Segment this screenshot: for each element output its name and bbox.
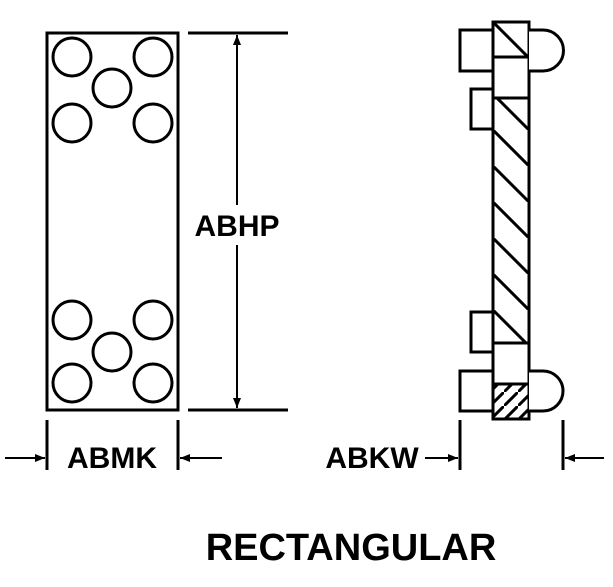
hole <box>91 331 133 373</box>
hole <box>132 36 174 78</box>
side-view <box>425 20 604 470</box>
hole <box>51 102 93 144</box>
nut <box>458 28 495 73</box>
hole <box>132 362 174 404</box>
hatched-section <box>491 20 531 59</box>
hole <box>132 102 174 144</box>
hole-group-top <box>51 36 174 144</box>
bushing-section <box>491 341 531 386</box>
bolt-head <box>529 28 565 73</box>
hole-group-bottom <box>51 299 174 404</box>
nut <box>458 369 495 413</box>
hole <box>132 299 174 341</box>
bushing-section <box>491 55 531 100</box>
bolt-head <box>529 369 565 413</box>
thickness-label: ABKW <box>325 442 419 475</box>
hole <box>91 67 133 109</box>
width-label: ABMK <box>67 442 157 475</box>
hole <box>51 362 93 404</box>
hole <box>51 299 93 341</box>
hatched-section <box>491 382 531 421</box>
plate-outline <box>45 31 180 412</box>
front-view <box>5 31 288 470</box>
hole <box>51 36 93 78</box>
height-label: ABHP <box>194 210 279 243</box>
spacer <box>469 310 495 354</box>
shape-caption: RECTANGULAR <box>206 527 497 569</box>
spacer <box>469 87 495 131</box>
hatched-section <box>491 96 531 345</box>
